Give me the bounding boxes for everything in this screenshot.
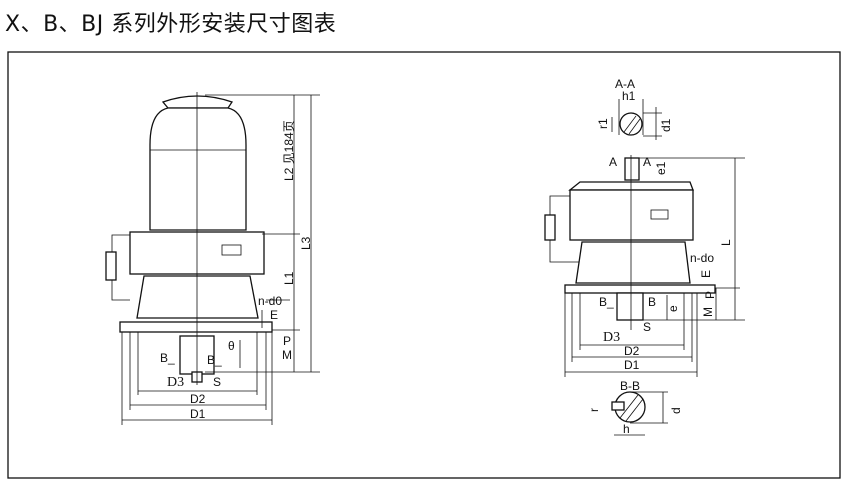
- motor-cap: [161, 95, 234, 109]
- label-b-left-right: B_: [599, 295, 614, 309]
- label-d3-right: D3: [603, 330, 620, 345]
- label-s-right: S: [643, 320, 651, 334]
- right-view-reducer: [544, 99, 745, 436]
- label-h1: h1: [622, 89, 636, 103]
- label-a-left: A: [609, 155, 617, 169]
- page-title: X、B、BJ 系列外形安装尺寸图表: [5, 12, 337, 37]
- label-d1-right: D1: [624, 358, 640, 372]
- label-b-left: B_: [160, 351, 175, 365]
- label-m: M: [282, 348, 292, 362]
- label-h: h: [623, 422, 630, 436]
- label-b-right-right: B: [648, 295, 656, 309]
- gearbox-housing-right: [569, 189, 694, 241]
- nameplate: [221, 244, 242, 256]
- label-p-right: P: [703, 291, 717, 299]
- label-theta: θ: [228, 339, 235, 353]
- label-d: d: [669, 407, 683, 414]
- label-r: r: [587, 408, 601, 412]
- label-r1: r1: [596, 118, 610, 129]
- cone-housing-right: [575, 241, 691, 284]
- top-cover: [568, 181, 694, 191]
- left-view-reducer: [105, 92, 320, 425]
- label-n-d0: n-d0: [258, 294, 282, 308]
- input-shaft: [624, 157, 640, 181]
- label-p: P: [283, 334, 291, 348]
- label-l: L: [719, 239, 733, 246]
- label-n-do: n-do: [690, 251, 714, 265]
- drawing-frame: [7, 51, 841, 479]
- label-e-small: e: [666, 305, 680, 312]
- label-a-a: A-A: [615, 77, 635, 91]
- label-b-right: B_: [207, 353, 222, 367]
- label-a-right: A: [643, 155, 651, 169]
- label-l2: L2 见184页: [282, 120, 296, 181]
- label-d2: D2: [190, 392, 206, 406]
- base-flange: [119, 321, 273, 333]
- label-s: S: [213, 375, 221, 389]
- label-l3: L3: [299, 236, 313, 250]
- label-e1: e1: [654, 161, 668, 175]
- label-d1: D1: [190, 407, 206, 421]
- label-l1: L1: [282, 271, 296, 285]
- label-m-right: M: [701, 307, 715, 317]
- motor-body: [149, 107, 247, 231]
- label-d1-small: d1: [659, 118, 673, 132]
- label-e: E: [270, 308, 278, 322]
- label-b-b: B-B: [620, 379, 640, 393]
- label-e-right: E: [699, 270, 713, 278]
- cone-housing: [136, 275, 259, 319]
- label-d3: D3: [167, 375, 184, 390]
- base-flange-right: [564, 284, 716, 294]
- label-d2-right: D2: [624, 344, 640, 358]
